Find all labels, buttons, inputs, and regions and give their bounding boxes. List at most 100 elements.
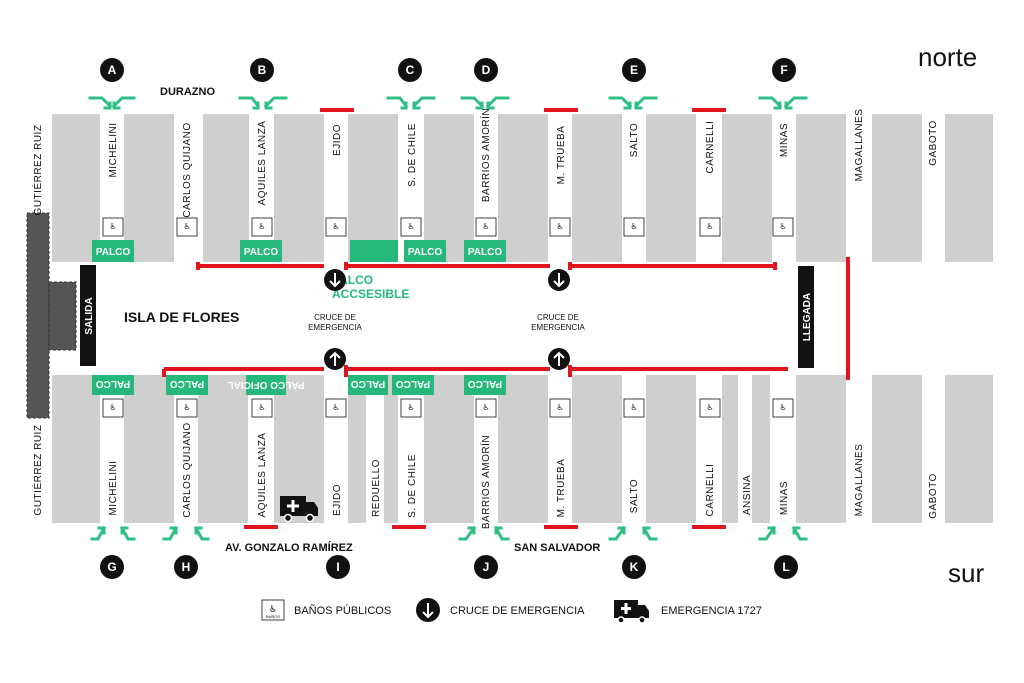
gate-b: B [258,63,267,77]
emergency-cross-label-2a: CRUCE DE [537,313,579,322]
west-street-north: GUTIÉRREZ RUIZ [31,125,44,216]
emergency-crossings: CRUCE DE EMERGENCIA CRUCE DE EMERGENCIA [308,269,586,370]
north-street-amorin: BARRIOS AMORÍN [479,108,492,202]
svg-text:♿: ♿ [258,403,265,412]
legend-emergencia: EMERGENCIA 1727 [661,605,762,617]
south-street-amorin: BARRIOS AMORÍN [479,435,492,529]
gate-g: G [107,560,116,574]
top-street-label: DURAZNO [160,86,215,98]
gate-k: K [630,560,639,574]
palco-label: PALCO [96,378,130,389]
north-cross-streets: MICHELINI CARLOS QUIJANO AQUILES LANZA E… [108,108,790,218]
svg-text:♿: ♿ [332,222,339,231]
palco-oficial-label: PALCO OFICIAL [227,379,304,390]
svg-text:♿: ♿ [779,222,786,231]
east-street-south: MAGALLANES [854,444,865,517]
wc-icon: ♿ [772,217,794,237]
south-street-lanza: AQUILES LANZA [257,433,268,518]
palco-label: PALCO [468,247,502,258]
south-barriers [162,365,788,529]
svg-text:♿: ♿ [332,403,339,412]
south-street-ejido: EJIDO [332,484,343,516]
north-street-ejido: EJIDO [332,124,343,156]
wc-icon: ♿ [325,398,347,418]
gate-e: E [630,63,638,77]
wc-icon: ♿ [325,217,347,237]
south-street-ansina: ANSINA [742,475,753,515]
south-palcos: PALCO PALCO PALCO OFICIAL PALCO PALCO PA… [92,375,506,395]
svg-text:♿: ♿ [258,222,265,231]
palco-label: PALCO [351,378,385,389]
svg-text:♿: ♿ [482,222,489,231]
wc-icon: ♿ [699,398,721,418]
wc-icon: ♿ [400,217,422,237]
exit-bar [80,265,96,366]
gate-f: F [780,63,787,77]
emergency-cross-label-2b: EMERGENCIA [531,323,585,332]
gate-c: C [406,63,415,77]
legend-ambulance-icon [614,600,649,624]
north-wc-icons: ♿ ♿ ♿ ♿ ♿ ♿ ♿ ♿ ♿ ♿ [102,217,794,237]
wc-icon: ♿ [623,398,645,418]
palco-label: PALCO [244,247,278,258]
east2-street-north: GABOTO [928,120,939,166]
west-street-south: GUTIÉRREZ RUIZ [31,425,44,516]
south-blocks [52,375,993,523]
south-entry-arrows [90,525,808,541]
north-street-trueba: M. TRUEBA [556,126,567,185]
north-street-quijano: CARLOS QUIJANO [182,122,193,217]
wc-icon: ♿ [251,398,273,418]
wc-icon: ♿ [400,398,422,418]
svg-text:♿: ♿ [630,222,637,231]
svg-text:♿: ♿ [630,403,637,412]
finish-area: LLEGADA [798,266,814,368]
svg-text:♿: ♿ [183,403,190,412]
north-street-salto: SALTO [629,123,640,157]
north-street-lanza: AQUILES LANZA [257,121,268,206]
gate-h: H [182,560,191,574]
legend-cruce: CRUCE DE EMERGENCIA [450,605,585,617]
gate-a: A [108,63,117,77]
svg-text:♿: ♿ [556,222,563,231]
palco-label: PALCO [468,378,502,389]
palco-accesible-line2: ACCSESIBLE [332,287,409,301]
wc-icon: ♿ [176,398,198,418]
svg-text:♿: ♿ [407,403,414,412]
svg-text:♿: ♿ [482,403,489,412]
legend-banos: BAÑOS PÚBLICOS [294,604,391,617]
north-street-michelini: MICHELINI [108,122,119,177]
wc-icon: ♿ [251,217,273,237]
wc-icon: ♿ [772,398,794,418]
finish-label: LLEGADA [802,293,813,341]
south-street-minas: MINAS [779,481,790,515]
south-street-carnelli: CARNELLI [705,464,716,517]
east2-street-south: GABOTO [928,473,939,519]
south-street-trueba: M. TRUEBA [556,459,567,518]
svg-text:♿: ♿ [706,222,713,231]
north-street-minas: MINAS [779,123,790,157]
svg-text:♿: ♿ [269,604,277,614]
exit-label: SALIDA [84,297,95,334]
south-street-reduello: REDUELLO [371,459,382,517]
north-label: norte [918,42,977,72]
svg-text:♿: ♿ [183,222,190,231]
north-street-chile: S. DE CHILE [407,123,418,187]
north-entry-arrows [88,96,808,110]
svg-text:♿: ♿ [109,222,116,231]
palco-label: PALCO [170,378,204,389]
north-barriers [196,108,850,380]
bottom-street-left: AV. GONZALO RAMÍREZ [225,541,353,554]
gate-d: D [482,63,491,77]
legend-wc-icon: ♿ BAÑOS [261,599,285,621]
wc-icon: ♿ [102,217,124,237]
svg-text:♿: ♿ [706,403,713,412]
north-palcos: PALCO PALCO PALCO PALCO [92,240,506,262]
middle-street-label: ISLA DE FLORES [124,309,239,325]
palco-label: PALCO [96,247,130,258]
wc-icon: ♿ [549,398,571,418]
wc-icon: ♿ [699,217,721,237]
svg-text:♿: ♿ [109,403,116,412]
north-street-carnelli: CARNELLI [705,121,716,174]
wc-icon: ♿ [475,217,497,237]
